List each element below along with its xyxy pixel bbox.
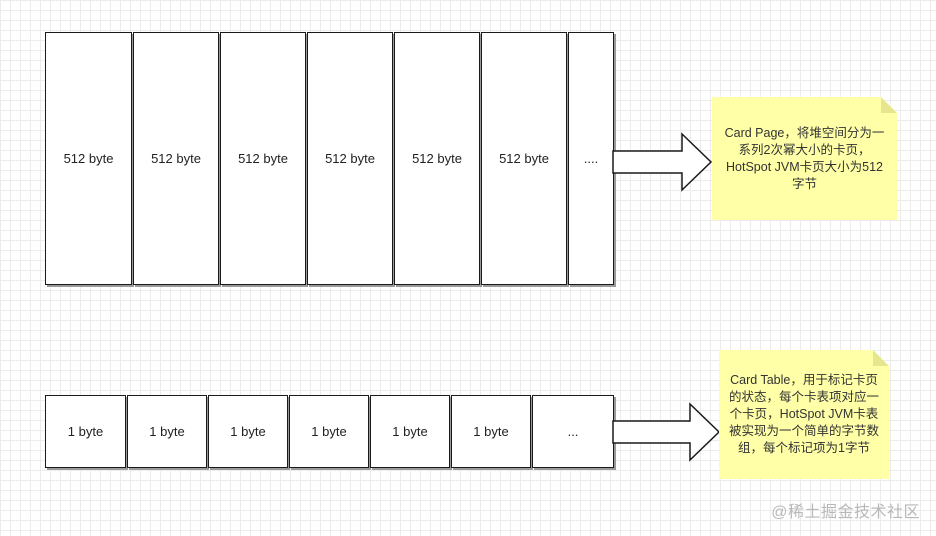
note-fold-corner: [881, 97, 897, 113]
card-table-cell: 1 byte: [370, 395, 450, 468]
card-page-note-text: Card Page，将堆空间分为一系列2次幂大小的卡页，HotSpot JVM卡…: [724, 125, 885, 191]
card-page-cell: 512 byte: [481, 32, 567, 285]
card-page-row: 512 byte 512 byte 512 byte 512 byte 512 …: [45, 32, 614, 285]
card-table-cell: 1 byte: [45, 395, 126, 468]
card-table-note-text: Card Table，用于标记卡页的状态，每个卡表项对应一个卡页，HotSpot…: [728, 373, 879, 455]
card-table-cell: 1 byte: [289, 395, 369, 468]
card-table-cell: 1 byte: [208, 395, 288, 468]
card-table-note: Card Table，用于标记卡页的状态，每个卡表项对应一个卡页，HotSpot…: [719, 350, 889, 479]
card-page-cell: 512 byte: [220, 32, 306, 285]
card-page-cell: 512 byte: [45, 32, 132, 285]
card-table-cell-more: ...: [532, 395, 614, 468]
arrow-right-icon: [612, 402, 721, 462]
card-page-cell: 512 byte: [307, 32, 393, 285]
card-page-cell: 512 byte: [394, 32, 480, 285]
card-table-cell: 1 byte: [451, 395, 531, 468]
card-page-cell-more: ....: [568, 32, 614, 285]
note-fold-corner: [873, 350, 889, 366]
card-page-cell: 512 byte: [133, 32, 219, 285]
card-table-cell: 1 byte: [127, 395, 207, 468]
arrow-right-icon: [612, 132, 713, 192]
watermark: @稀土掘金技术社区: [771, 504, 920, 521]
card-page-note: Card Page，将堆空间分为一系列2次幂大小的卡页，HotSpot JVM卡…: [712, 97, 897, 220]
card-table-row: 1 byte 1 byte 1 byte 1 byte 1 byte 1 byt…: [45, 395, 614, 468]
